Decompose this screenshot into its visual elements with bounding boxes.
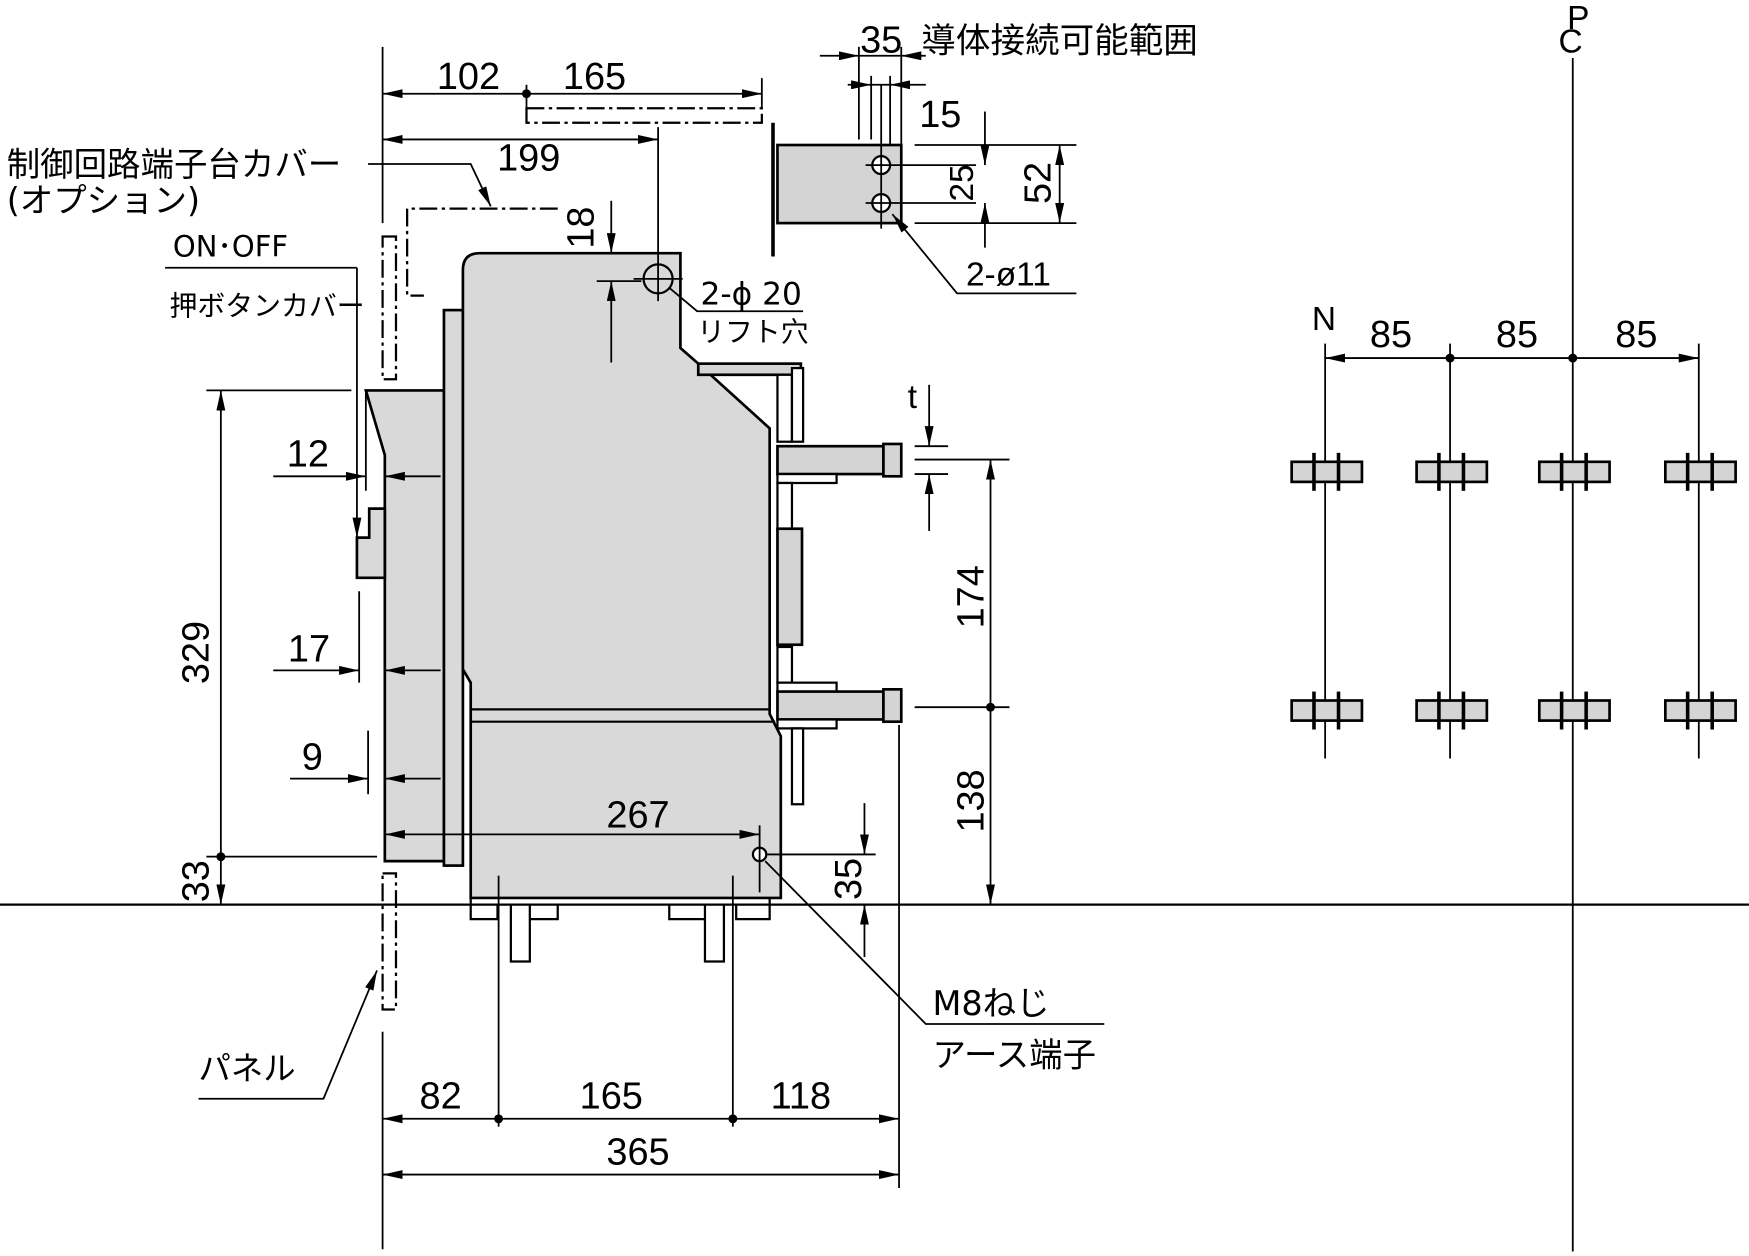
mount-foot-left [509,904,531,963]
dim-18-label: 18 [560,206,602,248]
pole-terminal-bar [1537,460,1611,484]
lift-hole-spec: 2-ϕ 20 [700,277,801,313]
front-cover [364,389,446,863]
lift-hole-leader [668,287,804,313]
pole-terminal-bar [1290,460,1364,484]
pole-terminal-bar [1664,699,1737,722]
dim-267-label: 267 [606,795,669,837]
terminal-holes-label: 2-ø11 [966,257,1051,294]
dim-365-label: 365 [606,1132,669,1174]
upper-terminal-base [776,472,838,485]
middle-frame [442,308,465,867]
pole-terminal [1664,691,1737,730]
panel [381,235,398,1011]
pole-terminal-bar [1415,460,1489,484]
dim-25-label: 25 [944,164,981,201]
control-terminal-cover-leader [368,163,492,207]
pole-arrangement-view: N 85 85 85 [1290,301,1737,759]
pole-terminal-bar [1664,460,1737,484]
panel-lower-section [381,872,398,1011]
pole-terminal [1537,691,1611,730]
breaker-body [355,251,903,963]
dim-35-earth-label: 35 [828,858,870,900]
control-terminal-cover-top-outline [525,107,763,124]
centerline-symbol-c: C [1558,23,1582,60]
dim-199-label: 199 [497,138,560,180]
lower-conductor-bar [776,690,885,721]
mount-step-left [529,904,559,921]
conductor-range-caption: 導体接続可能範囲 [921,21,1198,61]
centerline-symbol-p: P [1567,0,1589,37]
dim-t-label: t [908,379,918,416]
panel-leader [198,970,378,1100]
panel-upper-section [381,235,398,381]
dimension-dot [1568,353,1578,363]
control-terminal-cover-label: 制御回路端子台カバー [7,145,342,184]
upper-terminal-post [776,481,794,530]
dim-82-label: 82 [420,1076,462,1118]
upper-terminal-bracket-a [776,373,794,443]
pole-terminal-bar [1290,699,1364,722]
pole-terminal-bar [1415,699,1489,722]
button-cover-label-line1: ON･OFF [173,230,288,264]
lift-hole-label: リフト穴 [697,315,809,348]
earth-terminal-label: アース端子 [933,1035,1097,1074]
earth-screw-label: M8ねじ [933,984,1050,1023]
dim-35-range-label: 35 [860,19,902,61]
lower-terminal-base [776,681,838,693]
control-terminal-cover-outline [406,207,558,297]
pole-terminal [1290,452,1364,491]
mount-foot-right [703,904,726,963]
control-terminal-cover-note: (オプション) [7,181,200,220]
dim-118-label: 118 [771,1076,831,1118]
dim-9-label: 9 [302,737,323,779]
mount-lip-right [735,897,771,921]
pole-terminal [1415,452,1489,491]
main-case [461,251,783,900]
dimension-dot [494,1114,504,1124]
dimension-dot [216,852,226,862]
dim-329-label: 329 [175,621,217,684]
neutral-pole-label: N [1312,301,1336,338]
pole-terminal [1415,691,1489,730]
pole-terminal [1664,452,1737,491]
dim-165-top-label: 165 [563,56,626,98]
terminal-holes-leader [891,213,1077,295]
lower-terminal-bracket [790,727,805,806]
mount-lip-left [469,897,499,921]
dim-12-label: 12 [287,433,329,475]
dimension-dot [728,1114,738,1124]
dim-15-label: 15 [919,94,961,136]
dim-33-label: 33 [175,860,217,902]
upper-conductor-end [882,442,903,478]
upper-conductor-bar [776,444,885,476]
earth-terminal-leader [764,860,1105,1025]
mount-step-right [668,904,705,921]
lower-terminal-base-b [776,718,838,730]
dim-138-label: 138 [951,769,993,832]
dim-102-label: 102 [437,56,500,98]
dim-52-label: 52 [1018,162,1060,204]
upper-terminal-bracket-b [790,366,805,443]
terminal-barrier [776,527,804,647]
dimension-dot [986,702,995,712]
panel-label: パネル [199,1050,296,1088]
dimension-dot [522,89,531,99]
dim-165-bottom-label: 165 [580,1076,643,1118]
terminal-cover-top [696,362,803,377]
pole-terminal [1537,452,1611,491]
pole-terminal-bar [1537,699,1611,722]
terminal-detail: 35 導体接続可能範囲 15 25 52 2-ø11 [771,19,1198,295]
dim-174-label: 174 [951,565,993,628]
pole-pitch-label: 85 [1615,314,1657,356]
on-off-button-cover [355,507,387,580]
pole-terminal [1290,691,1364,730]
pole-pitch-label: 85 [1370,314,1412,356]
pole-pitch-label: 85 [1496,314,1538,356]
button-cover-label-line2: 押ボタンカバー [170,290,365,323]
lower-terminal-post [776,645,794,684]
lower-conductor-end [882,688,903,724]
dim-17-label: 17 [288,628,330,670]
